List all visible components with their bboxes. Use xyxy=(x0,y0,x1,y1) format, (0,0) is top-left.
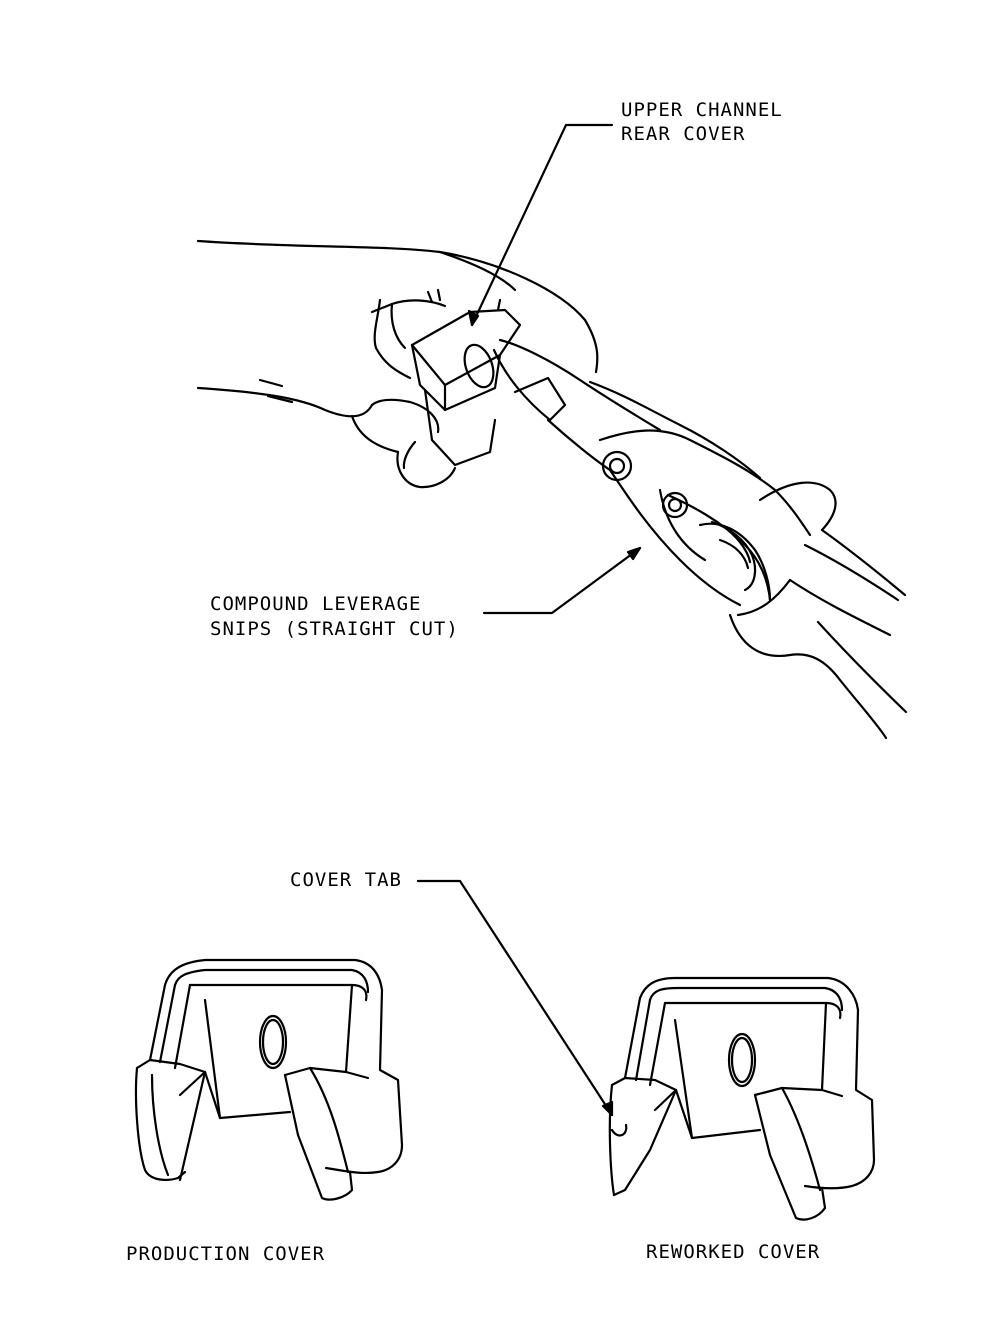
reworked-cover-illustration xyxy=(610,978,874,1220)
snips-leader-line xyxy=(484,548,640,613)
cover-tab-label: COVER TAB xyxy=(290,869,402,891)
production-cover-illustration xyxy=(136,960,402,1200)
upper-channel-leader-line xyxy=(469,125,612,325)
snips-label-line2: SNIPS (STRAIGHT CUT) xyxy=(210,618,459,640)
production-cover-label: PRODUCTION COVER xyxy=(126,1243,326,1265)
reworked-cover-label: REWORKED COVER xyxy=(646,1241,821,1263)
snips-label-line1: COMPOUND LEVERAGE xyxy=(210,593,422,615)
hand-holding-snips-illustration xyxy=(198,241,906,738)
upper-channel-label-line2: REAR COVER xyxy=(621,123,746,145)
cover-tab-leader-line xyxy=(418,881,612,1115)
upper-channel-label-line1: UPPER CHANNEL xyxy=(621,99,783,121)
